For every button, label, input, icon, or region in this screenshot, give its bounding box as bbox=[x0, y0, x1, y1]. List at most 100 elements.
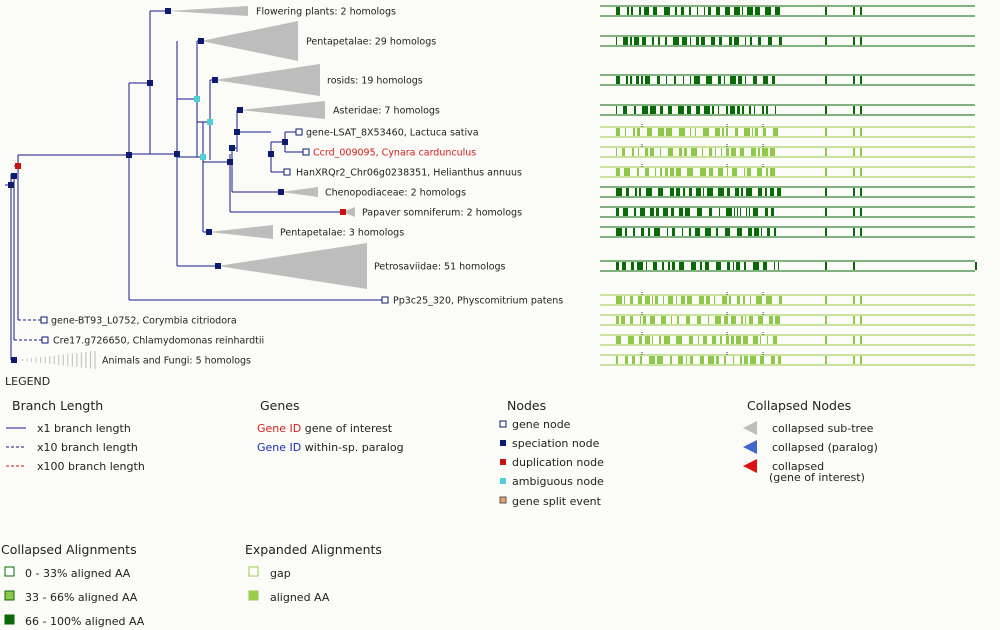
internal-node-10[interactable] bbox=[194, 96, 200, 102]
alignment-block bbox=[623, 208, 628, 216]
internal-node-1[interactable] bbox=[11, 173, 17, 179]
leaf-gene-node-11[interactable] bbox=[381, 296, 389, 304]
leaf-label-6[interactable]: HanXRQr2_Chr06g0238351, Helianthus annuu… bbox=[296, 168, 522, 179]
internal-node-4[interactable] bbox=[147, 80, 153, 86]
alignment-block bbox=[747, 168, 751, 176]
alignment-block bbox=[766, 168, 768, 176]
leaf-gene-node-12[interactable] bbox=[40, 316, 48, 324]
tree-nodes[interactable] bbox=[8, 8, 389, 363]
collapsed-triangle-1[interactable] bbox=[201, 21, 298, 61]
alignment-block bbox=[738, 76, 742, 84]
alignment-block bbox=[853, 7, 855, 15]
internal-node-15[interactable] bbox=[234, 129, 240, 135]
alignment-block bbox=[665, 168, 668, 176]
leaf-gene-node-4[interactable] bbox=[295, 128, 303, 136]
internal-node-14[interactable] bbox=[229, 145, 235, 151]
internal-node-13[interactable] bbox=[227, 159, 233, 165]
internal-node-12[interactable] bbox=[200, 154, 206, 160]
alignment-block bbox=[666, 76, 667, 84]
alignment-block bbox=[778, 262, 779, 270]
alignment-block bbox=[623, 37, 628, 45]
collapsed-triangle-8[interactable] bbox=[343, 207, 355, 217]
alignment-block bbox=[744, 262, 746, 270]
collapsed-triangle-0[interactable] bbox=[168, 6, 248, 16]
collapsed-triangle-2[interactable] bbox=[215, 64, 320, 96]
internal-node-18[interactable] bbox=[278, 189, 284, 195]
collapsed-triangle-7[interactable] bbox=[281, 187, 318, 197]
alignment-block bbox=[683, 76, 684, 84]
internal-node-19[interactable] bbox=[206, 229, 212, 235]
alignment-block bbox=[642, 37, 646, 45]
leaf-label-2[interactable]: rosids: 19 homologs bbox=[327, 76, 423, 87]
internal-node-0[interactable] bbox=[8, 182, 14, 188]
internal-node-9[interactable] bbox=[237, 107, 243, 113]
alignment-block bbox=[765, 208, 768, 216]
goi-collapsed-node[interactable] bbox=[340, 209, 346, 215]
alignment-block bbox=[734, 7, 740, 15]
leaf-label-12[interactable]: gene-BT93_L0752, Corymbia citriodora bbox=[51, 316, 237, 327]
internal-node-21[interactable] bbox=[11, 357, 17, 363]
leaf-label-9[interactable]: Pentapetalae: 3 homologs bbox=[280, 228, 404, 239]
leaf-label-5[interactable]: Ccrd_009095, Cynara cardunculus bbox=[313, 148, 476, 159]
alignment-block bbox=[749, 208, 750, 216]
alignment-block bbox=[631, 7, 633, 15]
leaf-label-11[interactable]: Pp3c25_320, Physcomitrium patens bbox=[393, 296, 563, 307]
alignment-block bbox=[853, 37, 855, 45]
internal-node-8[interactable] bbox=[212, 77, 218, 83]
internal-node-6[interactable] bbox=[165, 8, 171, 14]
internal-node-16[interactable] bbox=[268, 151, 274, 157]
collapsed-triangle-9[interactable] bbox=[209, 225, 273, 239]
alignment-block bbox=[645, 148, 648, 156]
alignment-block bbox=[770, 188, 774, 196]
leaf-gene-node-13[interactable] bbox=[41, 336, 49, 344]
alignment-block bbox=[774, 228, 776, 236]
alignment-block bbox=[825, 208, 827, 216]
alignment-block bbox=[727, 188, 730, 196]
legend-ca-66-100: 66 - 100% aligned AA bbox=[25, 615, 145, 628]
alignment-block bbox=[775, 316, 780, 324]
leaf-label-8[interactable]: Papaver somniferum: 2 homologs bbox=[362, 208, 522, 219]
collapsed-triangle-10[interactable] bbox=[218, 243, 367, 289]
internal-node-3[interactable] bbox=[126, 152, 132, 158]
alignment-block bbox=[647, 128, 652, 136]
alignment-block bbox=[646, 262, 647, 270]
leaf-label-3[interactable]: Asteridae: 7 homologs bbox=[333, 106, 440, 117]
leaf-label-14[interactable]: Animals and Fungi: 5 homologs bbox=[102, 356, 251, 367]
alignment-block bbox=[645, 336, 650, 344]
internal-node-17[interactable] bbox=[282, 139, 288, 145]
alignment-block bbox=[644, 7, 649, 15]
leaf-gene-node-6[interactable] bbox=[283, 168, 291, 176]
collapsed-subtrees[interactable] bbox=[14, 6, 367, 369]
alignment-block bbox=[766, 106, 768, 114]
leaf-gene-node-5[interactable] bbox=[302, 148, 310, 156]
leaf-label-1[interactable]: Pentapetalae: 29 homologs bbox=[306, 37, 436, 48]
alignment-block bbox=[675, 7, 677, 15]
alignment-block bbox=[707, 188, 713, 196]
alignment-row-1 bbox=[600, 35, 975, 47]
leaf-label-10[interactable]: Petrosaviidae: 51 homologs bbox=[374, 262, 506, 273]
leaf-label-0[interactable]: Flowering plants: 2 homologs bbox=[256, 7, 396, 18]
internal-node-20[interactable] bbox=[215, 263, 221, 269]
legend-collapsed-paralog: collapsed (paralog) bbox=[772, 441, 878, 454]
alignment-block bbox=[649, 356, 655, 364]
legend-speciation-node: speciation node bbox=[512, 437, 600, 450]
internal-node-11[interactable] bbox=[207, 119, 213, 125]
internal-node-2[interactable] bbox=[15, 163, 21, 169]
internal-node-5[interactable] bbox=[174, 151, 180, 157]
alignment-block bbox=[860, 228, 862, 236]
alignment-block bbox=[770, 168, 775, 176]
alignment-block bbox=[726, 128, 728, 136]
alignment-block bbox=[750, 296, 751, 304]
internal-node-7[interactable] bbox=[198, 38, 204, 44]
leaf-label-7[interactable]: Chenopodiaceae: 2 homologs bbox=[325, 188, 466, 199]
alignment-block bbox=[690, 356, 693, 364]
alignment-block bbox=[737, 106, 740, 114]
alignment-block bbox=[853, 356, 855, 364]
legend-swatches bbox=[4, 420, 757, 625]
leaf-label-4[interactable]: gene-LSAT_8X53460, Lactuca sativa bbox=[306, 128, 479, 139]
collapsed-triangle-3[interactable] bbox=[240, 101, 325, 119]
alignment-block bbox=[860, 168, 862, 176]
alignment-block bbox=[690, 128, 691, 136]
alignment-block bbox=[643, 316, 646, 324]
leaf-label-13[interactable]: Cre17.g726650, Chlamydomonas reinhardtii bbox=[53, 336, 264, 347]
